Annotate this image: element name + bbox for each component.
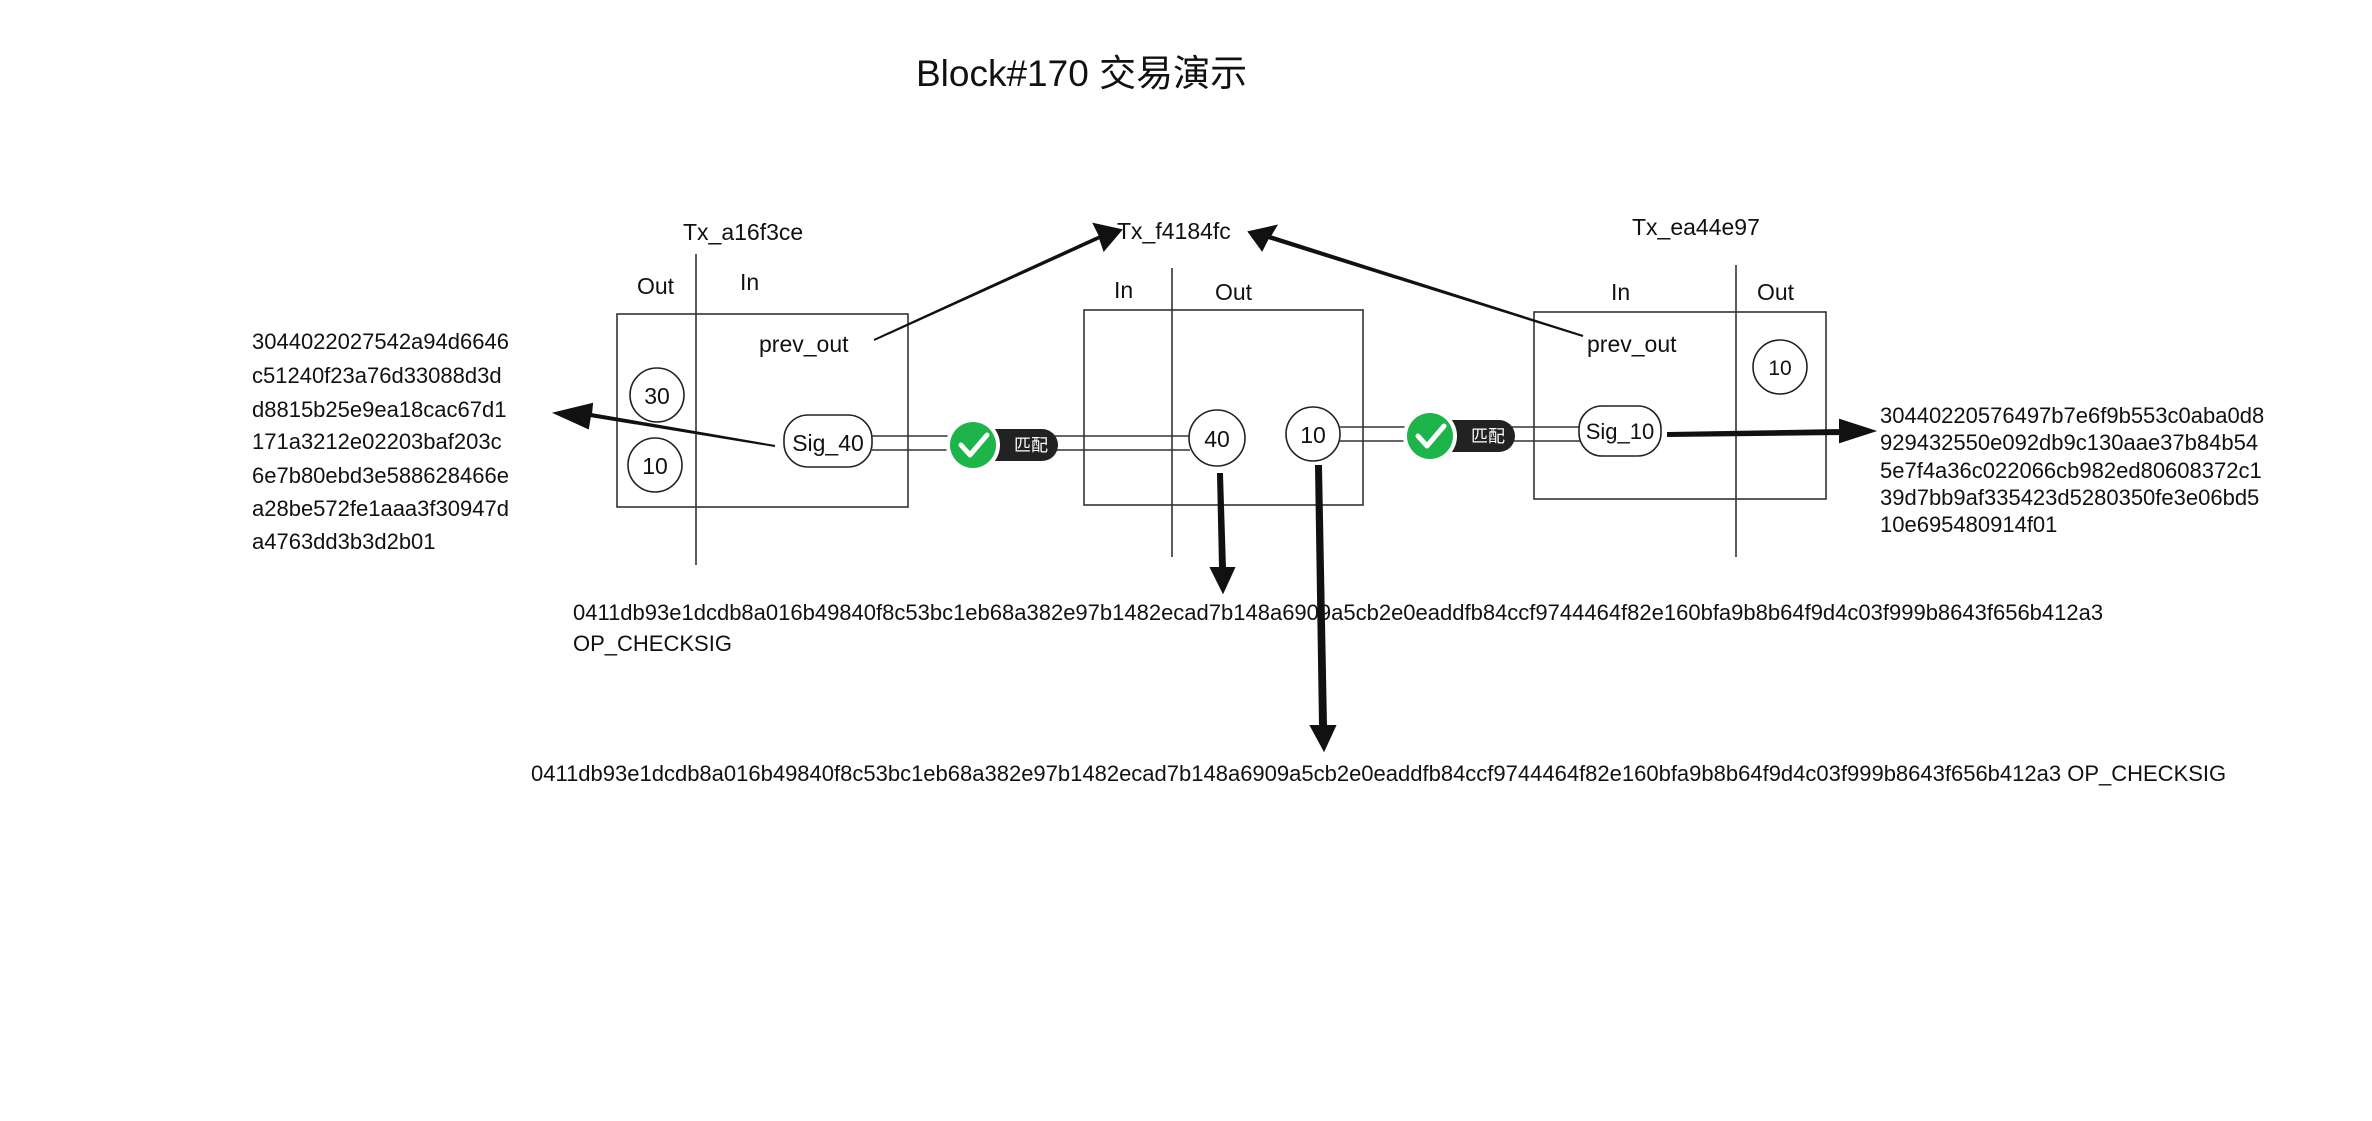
page-title: Block#170 交易演示 [916, 53, 1247, 94]
sig-40-hex-line: a28be572fe1aaa3f30947d [252, 496, 509, 521]
tx-right-output-10: 10 [1768, 357, 1791, 380]
tx-left-in-label: In [740, 269, 759, 295]
tx-left-out-label: Out [637, 273, 675, 299]
tx-right-sig-pill [1578, 405, 1662, 457]
arrow-sig10-to-hex [1667, 418, 1878, 444]
tx-right-in-label: In [1611, 279, 1630, 305]
sig-40-hex-line: 171a3212e02203baf203c [252, 429, 502, 454]
arrow-right-prev-out-to-tx-mid [1247, 224, 1584, 337]
tx-left-sig-pill [783, 414, 873, 468]
arrow-out40-to-pubkey [1209, 473, 1236, 595]
sig-10-hex-line: 39d7bb9af335423d5280350fe3e06bd5 [1880, 485, 2259, 510]
tx-right-out-label: Out [1757, 279, 1795, 305]
tx-mid-output-40: 40 [1204, 426, 1230, 452]
sig-40-hex-block: 3044022027542a94d6646 c51240f23a76d33088… [252, 329, 509, 554]
tx-right-name: Tx_ea44e97 [1632, 214, 1760, 240]
tx-left-prev-out: prev_out [759, 331, 849, 357]
arrow-out10-to-pubkey [1309, 465, 1337, 753]
tx-mid-output-10-circle [1285, 406, 1341, 462]
tx-left-output-10: 10 [642, 453, 668, 479]
tx-left-box [616, 313, 909, 508]
tx-right-prev-out: prev_out [1587, 331, 1677, 357]
sig-10-hex-block: 30440220576497b7e6f9b553c0aba0d8 9294325… [1880, 403, 2264, 537]
match-badge-left: 匹配 [946, 418, 1058, 472]
tx-mid: Tx_f4184fc In Out 40 10 [1083, 218, 1364, 557]
match-badge-right: 匹配 [1403, 409, 1515, 463]
pubkey-script-40-line: 0411db93e1dcdb8a016b49840f8c53bc1eb68a38… [573, 600, 2103, 625]
match-badge-label: 匹配 [1014, 436, 1048, 456]
check-icon [1415, 423, 1447, 449]
tx-left-output-10-circle [627, 437, 683, 493]
tx-right-sig-label: Sig_10 [1586, 419, 1655, 444]
tx-mid-output-10: 10 [1300, 422, 1326, 448]
tx-left: Tx_a16f3ce Out In 30 10 prev_out Sig_40 [616, 219, 909, 565]
tx-right-box [1533, 311, 1827, 500]
tx-mid-in-label: In [1114, 277, 1133, 303]
pubkey-script-10: 0411db93e1dcdb8a016b49840f8c53bc1eb68a38… [531, 761, 2226, 786]
check-icon [958, 432, 990, 458]
sig-10-hex-line: 10e695480914f01 [1880, 512, 2057, 537]
tx-right-output-10-circle [1752, 339, 1808, 395]
pubkey-script-40-line: OP_CHECKSIG [573, 631, 732, 656]
tx-mid-name: Tx_f4184fc [1117, 218, 1231, 244]
tx-left-output-30: 30 [644, 383, 670, 409]
sig-40-hex-line: a4763dd3b3d2b01 [252, 529, 436, 554]
sig-40-hex-line: c51240f23a76d33088d3d [252, 363, 502, 388]
sig-40-hex-line: 6e7b80ebd3e588628466e [252, 463, 509, 488]
tx-mid-output-40-circle [1188, 409, 1246, 467]
match-badge-label: 匹配 [1471, 427, 1505, 447]
tx-right: Tx_ea44e97 In Out prev_out 10 Sig_10 [1533, 214, 1827, 557]
sig-40-hex-line: 3044022027542a94d6646 [252, 329, 509, 354]
tx-left-name: Tx_a16f3ce [683, 219, 803, 245]
pubkey-script-40: 0411db93e1dcdb8a016b49840f8c53bc1eb68a38… [573, 600, 2103, 656]
arrow-sig40-to-hex [551, 402, 776, 447]
sig-10-hex-line: 5e7f4a36c022066cb982ed80608372c1 [1880, 458, 2262, 483]
tx-left-output-30-circle [629, 367, 685, 423]
tx-mid-out-label: Out [1215, 279, 1253, 305]
sig-40-hex-line: d8815b25e9ea18cac67d1 [252, 397, 506, 422]
arrow-left-prev-out-to-tx-mid [873, 222, 1123, 341]
tx-left-sig-label: Sig_40 [792, 430, 864, 456]
sig-10-hex-line: 929432550e092db9c130aae37b84b54 [1880, 430, 2258, 455]
sig-10-hex-line: 30440220576497b7e6f9b553c0aba0d8 [1880, 403, 2264, 428]
